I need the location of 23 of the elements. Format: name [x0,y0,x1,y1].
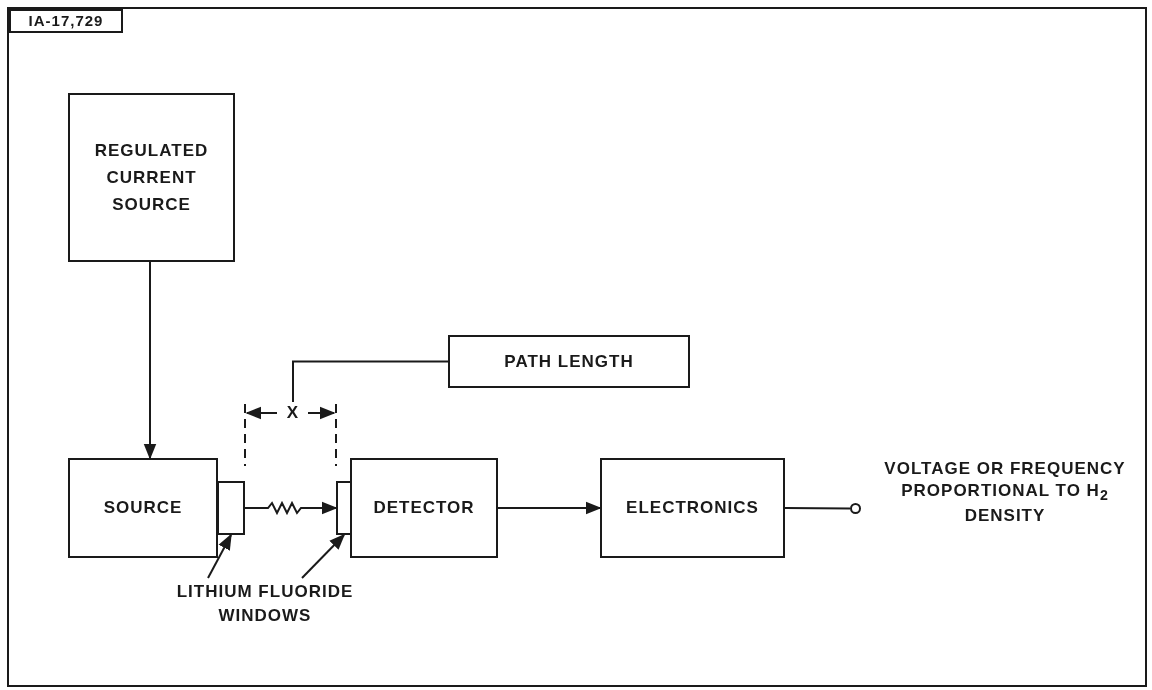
dimension-label: X [284,402,302,424]
box-label: ELECTRONICS [625,497,760,520]
process-box [448,335,690,388]
process-box [350,458,498,558]
arrow [143,261,157,460]
wavy-arrow [244,500,338,516]
arrow [497,501,602,515]
leader-line [292,360,449,403]
figure-number [9,9,123,33]
process-box [68,93,235,262]
box-label: PATH LENGTH [503,350,635,373]
box-label: SOURCE [102,497,184,520]
process-box [68,458,218,558]
box-label: IA-17,729 [27,11,105,31]
output-label: VOLTAGE OR FREQUENCY PROPORTIONAL TO H$_{2}$ DENSITY [883,458,1127,527]
process-box [600,458,785,558]
window-box [217,481,245,535]
box-label: REGULATED CURRENT SOURCE [93,139,210,217]
terminal-circle [850,503,861,514]
box-label: DETECTOR [372,497,476,520]
leader-line [301,533,346,579]
callout-text: LITHIUM FLUORIDE WINDOWS [150,578,380,630]
leader-line [207,533,232,579]
